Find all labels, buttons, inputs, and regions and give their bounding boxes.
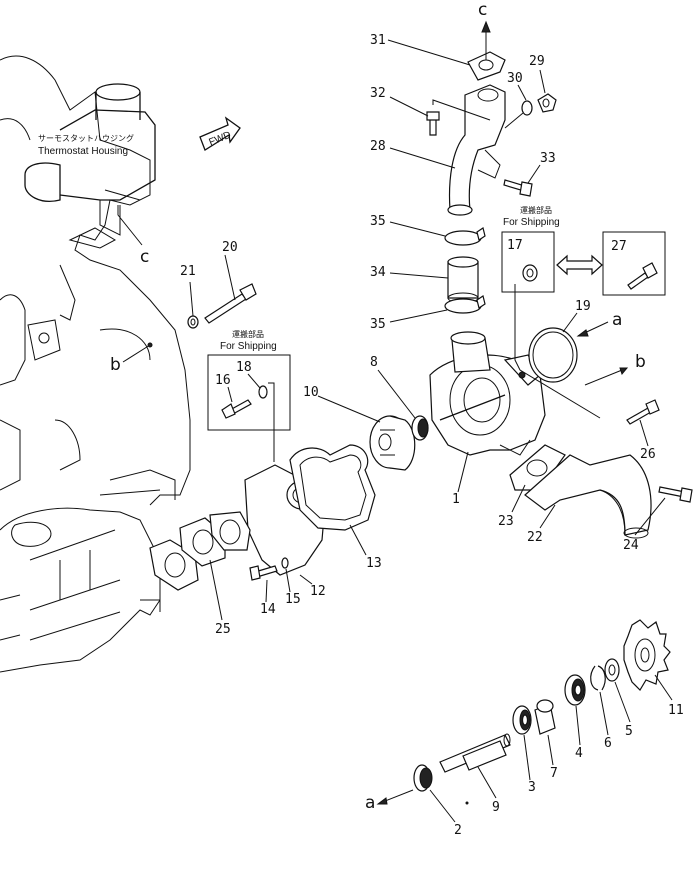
- callout-24: 24: [623, 538, 639, 553]
- clamp-35-upper: [444, 227, 486, 246]
- bearing-3: [512, 705, 532, 735]
- thermostat-housing-label: Thermostat Housing: [38, 146, 128, 157]
- elbow-22: [524, 454, 652, 539]
- shipping-box-27: [602, 231, 666, 296]
- callout-27: 27: [611, 239, 627, 254]
- callout-3: 3: [528, 780, 536, 795]
- washer-30: [521, 100, 533, 116]
- callout-32: 32: [370, 86, 386, 101]
- shipping-box-right: [501, 231, 555, 293]
- ref-b-right: b: [635, 352, 646, 372]
- gasket-13: [289, 444, 376, 531]
- pipe-elbow-28: [447, 84, 506, 216]
- callout-35-lower: 35: [370, 317, 386, 332]
- callout-21: 21: [180, 264, 196, 279]
- ref-a-right: a: [612, 310, 622, 330]
- callout-25: 25: [215, 622, 231, 637]
- bolt-16: [221, 399, 252, 419]
- ref-b-leader-left: [99, 328, 151, 363]
- water-pump-body-1: [429, 331, 546, 456]
- callout-11: 11: [668, 703, 684, 718]
- engine-block-outline: [0, 55, 191, 673]
- bolt-27: [627, 262, 658, 290]
- callout-18: 18: [236, 360, 252, 375]
- callout-17: 17: [507, 238, 523, 253]
- washer-21: [187, 315, 199, 329]
- bolt-26: [626, 399, 660, 425]
- fwd-arrow: FWD: [199, 116, 241, 151]
- callout-5: 5: [625, 724, 633, 739]
- callout-7: 7: [550, 766, 558, 781]
- shaft-9: [439, 733, 511, 773]
- ref-c-leader-left: [117, 205, 143, 246]
- shipping-jp-label-left: 運搬部品: [232, 329, 264, 339]
- callout-14: 14: [260, 602, 276, 617]
- o-ring-19: [528, 327, 578, 383]
- shipping-jp-label-right: 運搬部品: [520, 205, 552, 215]
- hose-34: [447, 256, 479, 304]
- bolt-20: [204, 283, 257, 324]
- callout-2: 2: [454, 823, 462, 838]
- callout-31: 31: [370, 33, 386, 48]
- gear-11: [623, 619, 671, 691]
- washer-18: [258, 385, 268, 399]
- thermostat-housing: [24, 83, 156, 249]
- callout-9: 9: [492, 800, 500, 815]
- callout-13: 13: [366, 556, 382, 571]
- callout-23: 23: [498, 514, 514, 529]
- ref-b-left: b: [110, 355, 121, 375]
- callout-6: 6: [604, 736, 612, 751]
- shipping-box-left: [207, 354, 291, 431]
- seal-8: [411, 415, 429, 441]
- bolt-32: [426, 111, 440, 136]
- callout-19: 19: [575, 299, 591, 314]
- clamp-35-lower: [444, 295, 486, 314]
- callout-35-upper: 35: [370, 214, 386, 229]
- snap-ring-6: [590, 665, 606, 691]
- callout-4: 4: [575, 746, 583, 761]
- seal-2: [413, 764, 433, 792]
- bolt-24: [658, 486, 693, 503]
- double-arrow: [556, 254, 603, 276]
- callout-22: 22: [527, 530, 543, 545]
- callout-12: 12: [310, 584, 326, 599]
- thermostat-housing-jp-label: サーモスタットハウジング: [38, 133, 134, 143]
- ref-c-top: c: [478, 0, 487, 20]
- shipping-label-left: For Shipping: [220, 341, 277, 352]
- callout-10: 10: [303, 385, 319, 400]
- impeller-10: [369, 415, 416, 471]
- nut-17: [522, 264, 538, 282]
- callout-8: 8: [370, 355, 378, 370]
- ref-a-bottom: a: [365, 793, 375, 813]
- callout-26: 26: [640, 447, 656, 462]
- callout-30: 30: [507, 71, 523, 86]
- washer-15: [281, 557, 289, 569]
- callout-1: 1: [452, 492, 460, 507]
- gasket-25: [149, 511, 251, 591]
- callout-33: 33: [540, 151, 556, 166]
- bolt-14: [249, 565, 278, 581]
- bearing-4: [564, 674, 586, 706]
- shipping-label-right: For Shipping: [503, 217, 560, 228]
- washer-5: [604, 658, 620, 682]
- callout-16: 16: [215, 373, 231, 388]
- callout-29: 29: [529, 54, 545, 69]
- spacer-7: [534, 699, 556, 735]
- callout-28: 28: [370, 139, 386, 154]
- bolt-33: [503, 179, 533, 197]
- callout-34: 34: [370, 265, 386, 280]
- nut-29: [537, 93, 557, 113]
- callout-20: 20: [222, 240, 238, 255]
- ref-c-left: c: [140, 247, 149, 267]
- callout-15: 15: [285, 592, 301, 607]
